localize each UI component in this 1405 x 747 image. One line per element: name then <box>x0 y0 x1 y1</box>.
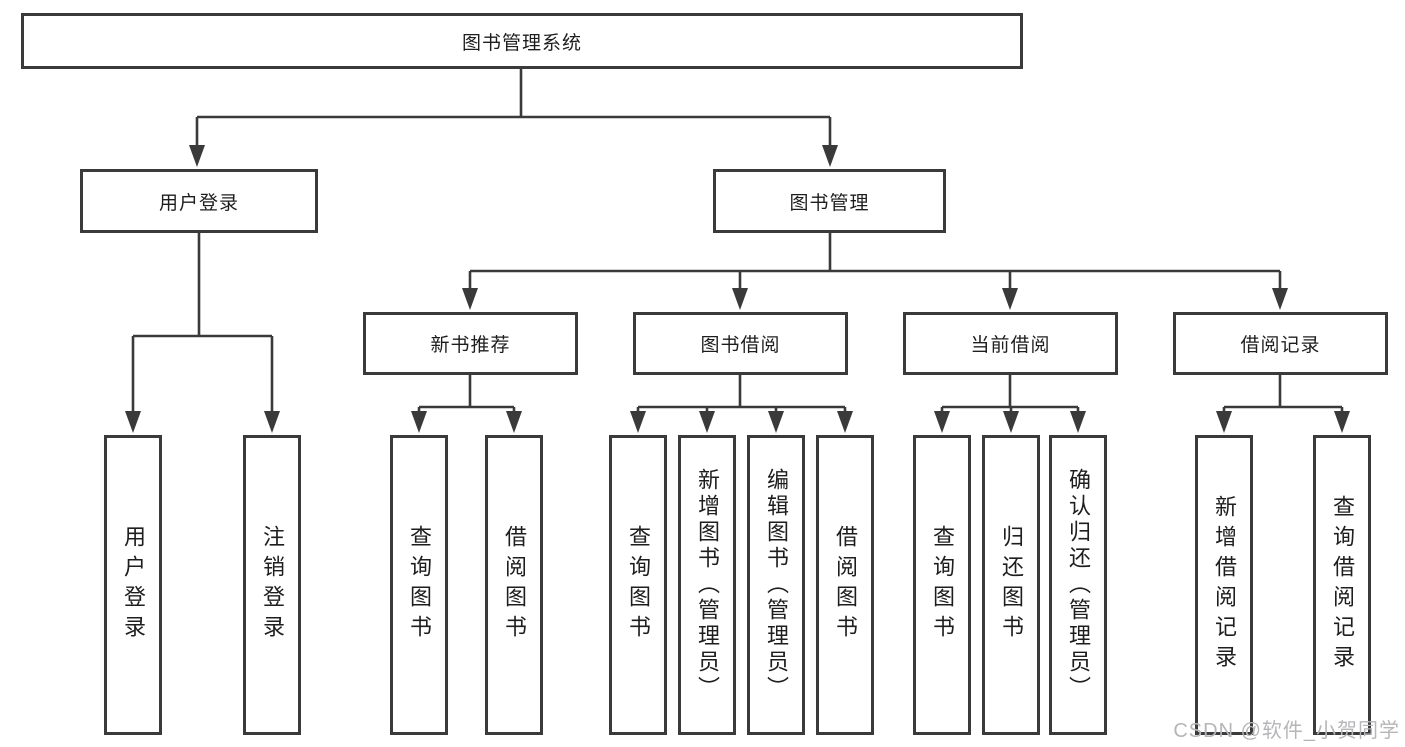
node-new-book-recommend: 新书推荐 <box>363 312 578 375</box>
leaf-user-login: 用户登录 <box>104 435 162 735</box>
leaf-edit-books-admin-label: 编辑图书（管理员） <box>764 468 789 702</box>
csdn-watermark: CSDN @软件_小贺同学 <box>1173 720 1400 742</box>
node-book-borrow: 图书借阅 <box>633 312 848 375</box>
leaf-query-books-2-label: 查询图书 <box>626 525 651 645</box>
connector-current-borrow <box>940 375 1080 414</box>
leaf-borrow-books-2-label: 借阅图书 <box>833 525 858 645</box>
leaf-borrow-books-1-label: 借阅图书 <box>502 525 527 645</box>
leaf-return-books-label: 归还图书 <box>999 525 1024 645</box>
leaf-query-books-3: 查询图书 <box>913 435 971 735</box>
leaf-query-borrow-record: 查询借阅记录 <box>1313 435 1371 735</box>
node-user-login: 用户登录 <box>80 169 318 233</box>
node-root: 图书管理系统 <box>21 13 1023 69</box>
connector-root <box>195 69 832 147</box>
node-borrow-records: 借阅记录 <box>1173 312 1388 375</box>
leaf-confirm-return-admin-label: 确认归还（管理员） <box>1066 468 1091 702</box>
leaf-query-books-1: 查询图书 <box>390 435 448 735</box>
leaf-add-borrow-record: 新增借阅记录 <box>1195 435 1253 735</box>
node-book-management: 图书管理 <box>713 169 946 233</box>
node-new-book-recommend-label: 新书推荐 <box>430 335 511 356</box>
leaf-borrow-books-2: 借阅图书 <box>816 435 874 735</box>
node-book-management-label: 图书管理 <box>789 192 870 214</box>
connector-book-borrow <box>636 375 847 414</box>
node-current-borrow-label: 当前借阅 <box>970 335 1051 356</box>
leaf-logout-label: 注销登录 <box>260 525 285 645</box>
connector-book-management <box>468 233 1282 289</box>
connector-new-book <box>417 375 516 414</box>
leaf-return-books: 归还图书 <box>982 435 1040 735</box>
leaf-query-books-1-label: 查询图书 <box>407 525 432 645</box>
node-borrow-records-label: 借阅记录 <box>1240 335 1321 356</box>
leaf-query-books-3-label: 查询图书 <box>930 525 955 645</box>
node-user-login-label: 用户登录 <box>158 192 239 214</box>
leaf-edit-books-admin: 编辑图书（管理员） <box>747 435 805 735</box>
leaf-confirm-return-admin: 确认归还（管理员） <box>1049 435 1107 735</box>
leaf-logout: 注销登录 <box>243 435 301 735</box>
leaf-borrow-books-1: 借阅图书 <box>485 435 543 735</box>
leaf-add-books-admin-label: 新增图书（管理员） <box>695 468 720 702</box>
node-book-borrow-label: 图书借阅 <box>700 335 781 356</box>
node-root-label: 图书管理系统 <box>461 32 582 54</box>
leaf-user-login-label: 用户登录 <box>121 525 146 645</box>
leaf-add-books-admin: 新增图书（管理员） <box>678 435 736 735</box>
leaf-query-borrow-record-label: 查询借阅记录 <box>1330 495 1355 675</box>
leaf-query-books-2: 查询图书 <box>609 435 667 735</box>
node-current-borrow: 当前借阅 <box>903 312 1118 375</box>
leaf-add-borrow-record-label: 新增借阅记录 <box>1212 495 1237 675</box>
connector-user-login <box>131 233 274 413</box>
connector-borrow-records <box>1222 375 1344 414</box>
